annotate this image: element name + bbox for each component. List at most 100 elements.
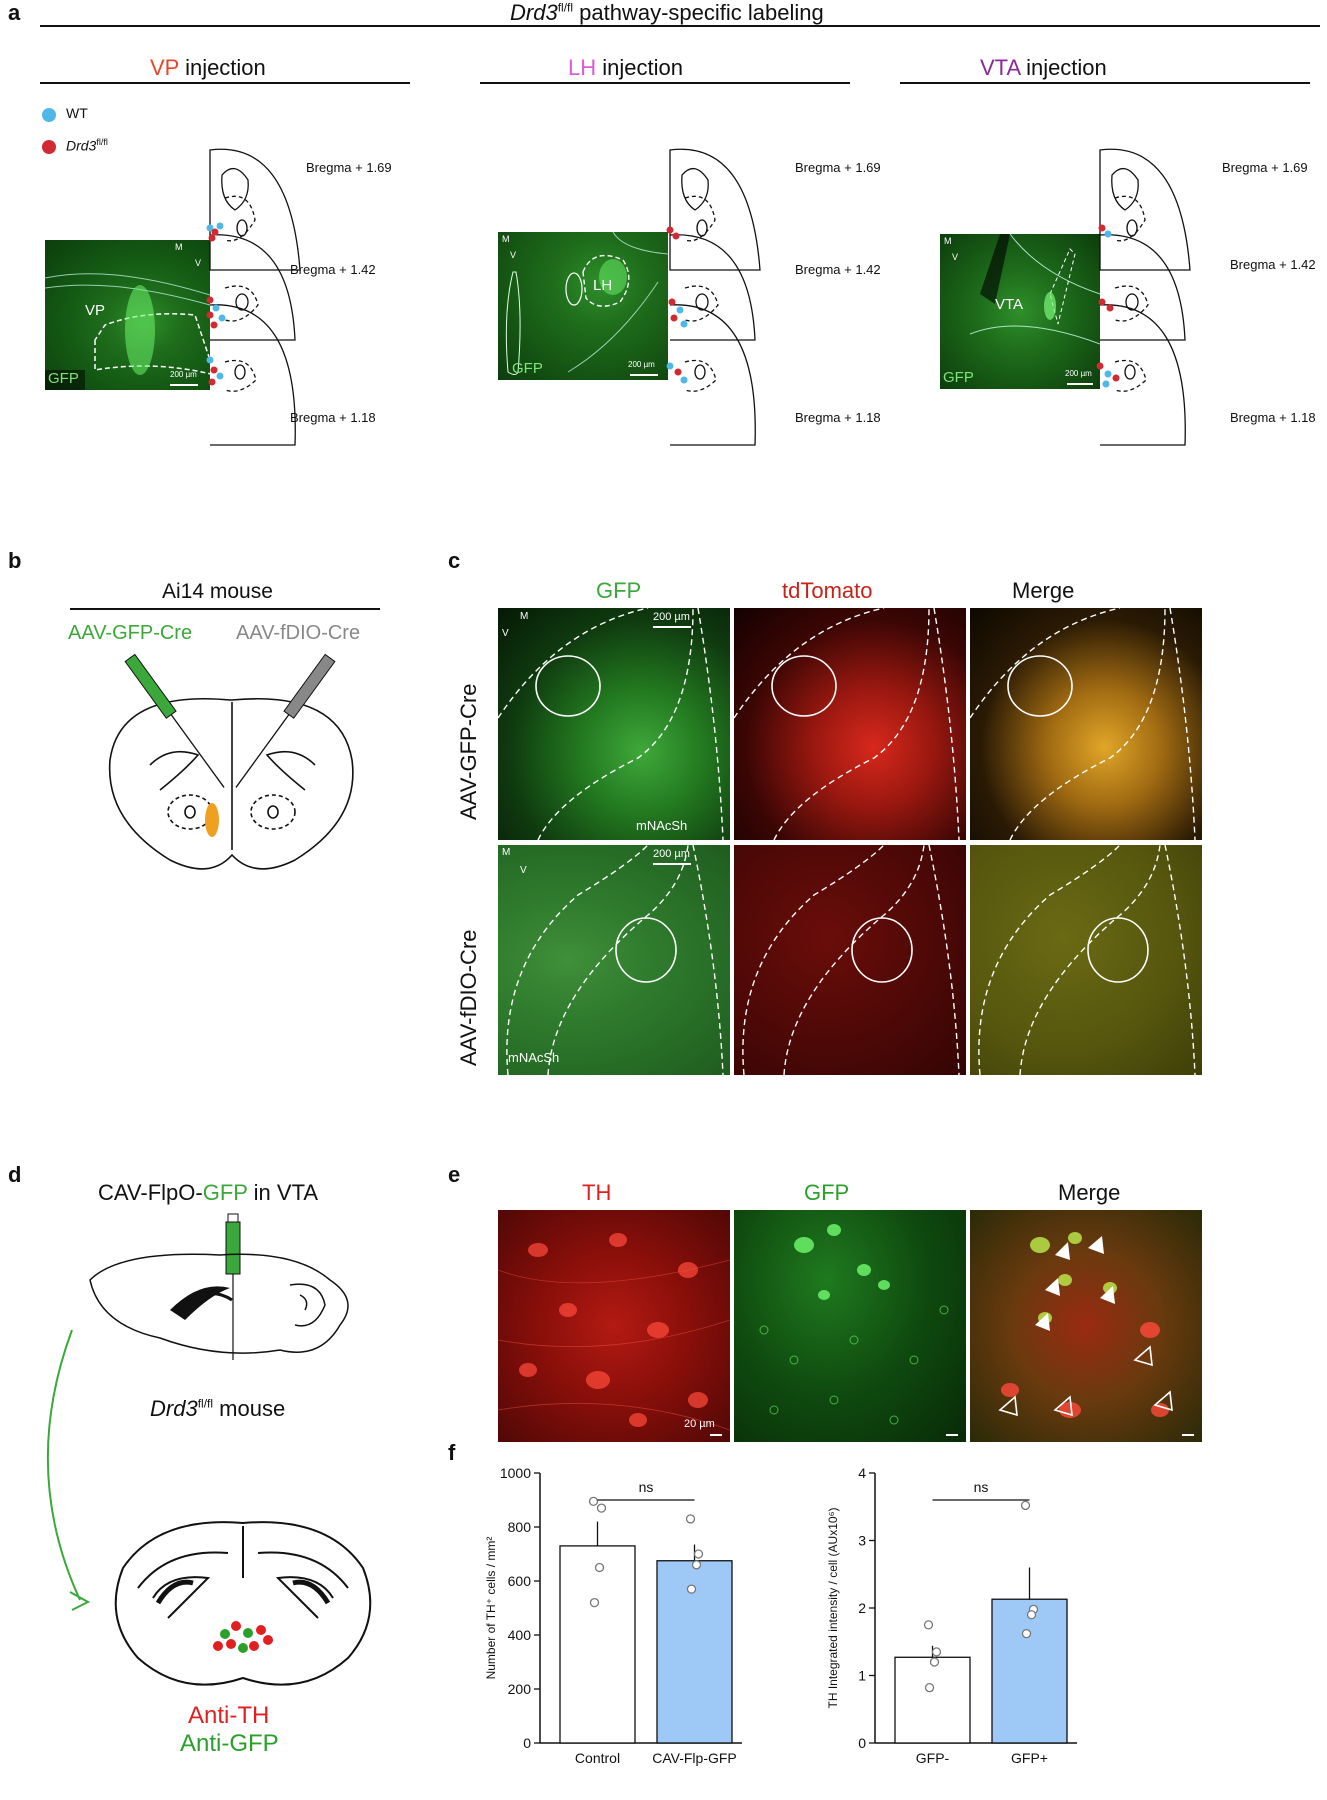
significance-label: ns — [974, 1479, 989, 1495]
y-tick-label: 1000 — [500, 1465, 531, 1481]
bar — [991, 1598, 1068, 1744]
c-row2-axis-m: M — [502, 847, 511, 858]
vta-scale-label: 200 µm — [1065, 369, 1092, 378]
data-point — [594, 1562, 605, 1573]
category-label: CAV-Flp-GFP — [652, 1750, 737, 1766]
data-point — [923, 1620, 934, 1630]
data-point — [596, 1503, 607, 1513]
sagittal-brain-diagram — [89, 1213, 349, 1360]
c-gfp-cre-tdtomato-image — [734, 608, 966, 840]
e-gfp-image — [734, 1210, 966, 1442]
vta-bregma-1: Bregma + 1.69 — [1222, 160, 1308, 175]
lh-gfp-image: LH GFP 200 µm M V — [498, 232, 668, 380]
lh-axis-m: M — [502, 234, 510, 244]
data-point — [929, 1657, 940, 1667]
c-row2-scale-bar — [653, 863, 691, 865]
vp-injection-title: VP injection — [150, 55, 266, 80]
y-axis-label: Number of TH⁺ cells / mm² — [484, 1537, 498, 1680]
panel-b-label: b — [8, 548, 22, 573]
c-row2-scale-label: 200 µm — [653, 848, 690, 860]
e-col-gfp-label: GFP — [804, 1180, 850, 1205]
vp-gfp-image: VP GFP 200 µm M V — [45, 240, 210, 390]
wt-legend-label: WT — [66, 105, 88, 121]
e-merge-scale-bar — [1182, 1434, 1194, 1436]
data-point — [1020, 1500, 1031, 1511]
category-label: GFP+ — [1011, 1750, 1048, 1766]
category-label: GFP- — [916, 1750, 950, 1766]
vta-bregma-3: Bregma + 1.18 — [1230, 410, 1316, 425]
panel-a-rule — [40, 25, 1320, 27]
c-fdio-cre-tdtomato-image — [734, 845, 966, 1075]
e-col-th-label: TH — [582, 1180, 612, 1205]
panel-c-label: c — [448, 548, 461, 573]
vta-gfp-label: GFP — [943, 369, 974, 386]
y-tick-label: 2 — [858, 1600, 866, 1616]
lh-region-label: LH — [593, 277, 613, 294]
y-axis-label: TH Integrated intensity / cell (AUx10⁶) — [826, 1507, 840, 1708]
chart-th-intensity: 0 1 2 3 4 TH Integrated intensity / cell (AUx… — [826, 1465, 1077, 1766]
vta-injection-title: VTA injection — [980, 55, 1107, 80]
c-row2-region-label: mNAcSh — [508, 1050, 560, 1065]
y-tick-label: 600 — [508, 1573, 532, 1589]
c-row1-region-label: mNAcSh — [636, 818, 688, 833]
panel-d-title: CAV-FlpO-GFP in VTA — [98, 1180, 319, 1205]
vta-axis-m: M — [944, 236, 952, 246]
vp-region-label: VP — [85, 302, 106, 319]
lh-axis-v: V — [510, 250, 517, 260]
panel-d-label: d — [8, 1162, 22, 1187]
vp-bregma-2: Bregma + 1.42 — [290, 262, 376, 277]
panel-a-title: Drd3fl/fl pathway-specific labeling — [510, 0, 824, 25]
anti-th-label: Anti-TH — [188, 1702, 270, 1729]
vta-gfp-image: VTA GFP 200 µm M V — [940, 234, 1100, 389]
e-th-image: 20 µm — [498, 1210, 730, 1442]
vta-bregma-2: Bregma + 1.42 — [1230, 257, 1316, 272]
anti-gfp-label: Anti-GFP — [180, 1730, 279, 1757]
row-fdio-cre-label: AAV-fDIO-Cre — [456, 929, 481, 1066]
y-tick-label: 800 — [508, 1519, 532, 1535]
e-gfp-scale-bar — [946, 1434, 958, 1436]
right-virus-label: AAV-fDIO-Cre — [236, 622, 361, 644]
e-th-scale-bar — [710, 1434, 722, 1436]
lh-bregma-3: Bregma + 1.18 — [795, 410, 881, 425]
vta-rule — [900, 82, 1310, 84]
lh-injection-title: LH injection — [568, 55, 683, 80]
y-tick-label: 4 — [858, 1465, 866, 1481]
data-point — [931, 1647, 942, 1657]
vp-bregma-3: Bregma + 1.18 — [290, 410, 376, 425]
vp-bregma-1: Bregma + 1.69 — [306, 160, 392, 175]
vta-axis-v: V — [952, 252, 959, 262]
e-col-merge-label: Merge — [1058, 1180, 1121, 1205]
c-row1-scale-bar — [653, 626, 691, 628]
arrow-to-coronal — [46, 1329, 91, 1611]
vp-axis-m: M — [175, 242, 183, 252]
vp-axis-v: V — [195, 258, 202, 268]
panel-f-label: f — [448, 1440, 456, 1465]
vp-scale-bar — [170, 384, 198, 386]
c-row2-axis-v: V — [520, 865, 527, 876]
c-row1-scale-label: 200 µm — [653, 611, 690, 623]
y-tick-label: 0 — [858, 1735, 866, 1751]
row-gfp-cre-label: AAV-GFP-Cre — [456, 683, 481, 820]
vp-scale-label: 200 µm — [170, 370, 197, 379]
data-point — [686, 1584, 697, 1594]
data-point — [691, 1560, 702, 1570]
c-fdio-cre-gfp-image: 200 µm M V mNAcSh — [498, 845, 730, 1075]
lh-bregma-2: Bregma + 1.42 — [795, 262, 881, 277]
c-gfp-cre-gfp-image: 200 µm M V mNAcSh — [498, 608, 730, 840]
vta-scale-bar — [1067, 383, 1093, 385]
y-tick-label: 3 — [858, 1533, 866, 1549]
data-point — [588, 1496, 599, 1506]
significance-label: ns — [639, 1479, 654, 1495]
vp-rule — [40, 82, 410, 84]
y-tick-label: 1 — [858, 1668, 866, 1684]
ai14-brain-diagram — [108, 653, 354, 870]
vta-atlas-sections — [1096, 148, 1191, 446]
lh-gfp-label: GFP — [512, 360, 543, 377]
vta-region-label: VTA — [995, 296, 1024, 313]
drd3-legend-label: Drd3fl/fl — [66, 137, 108, 154]
c-fdio-cre-merge-image — [970, 845, 1202, 1075]
lh-atlas-sections — [666, 148, 761, 446]
y-tick-label: 200 — [508, 1681, 532, 1697]
data-point — [1021, 1628, 1032, 1639]
